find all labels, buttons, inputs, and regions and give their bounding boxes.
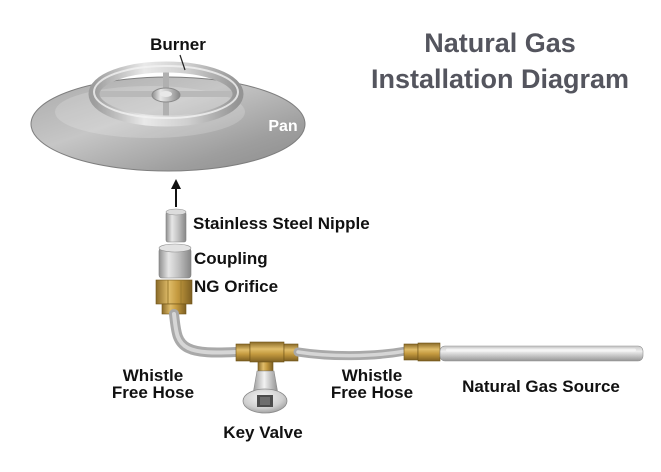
up-arrow-icon — [171, 179, 181, 207]
hose-left-graphic — [169, 309, 241, 358]
whistle-right-label-line2: Free Hose — [331, 383, 413, 402]
burner-label: Burner — [150, 35, 206, 54]
gas-source-label: Natural Gas Source — [462, 377, 620, 396]
whistle-left-label-line1: Whistle — [123, 366, 183, 385]
whistle-left-label-line2: Free Hose — [112, 383, 194, 402]
key-valve-label: Key Valve — [223, 423, 302, 442]
orifice-label: NG Orifice — [194, 277, 278, 296]
pan-label: Pan — [268, 118, 297, 135]
hose-right-graphic — [293, 346, 411, 361]
coupling-graphic — [158, 243, 192, 279]
nipple-graphic — [165, 208, 187, 243]
burner-pointer-line — [179, 54, 186, 71]
nipple-label: Stainless Steel Nipple — [193, 214, 370, 233]
burner-ring-graphic — [88, 61, 244, 127]
page-title-line1: Natural Gas — [424, 28, 576, 58]
orifice-graphic — [155, 279, 193, 315]
gas-pipe-graphic — [439, 345, 644, 362]
page-title-line2: Installation Diagram — [371, 64, 629, 94]
key-valve-graphic — [242, 370, 288, 414]
tee-fitting-graphic — [235, 341, 299, 372]
whistle-right-label-line1: Whistle — [342, 366, 402, 385]
source-fitting-graphic — [403, 342, 441, 362]
coupling-label: Coupling — [194, 249, 268, 268]
